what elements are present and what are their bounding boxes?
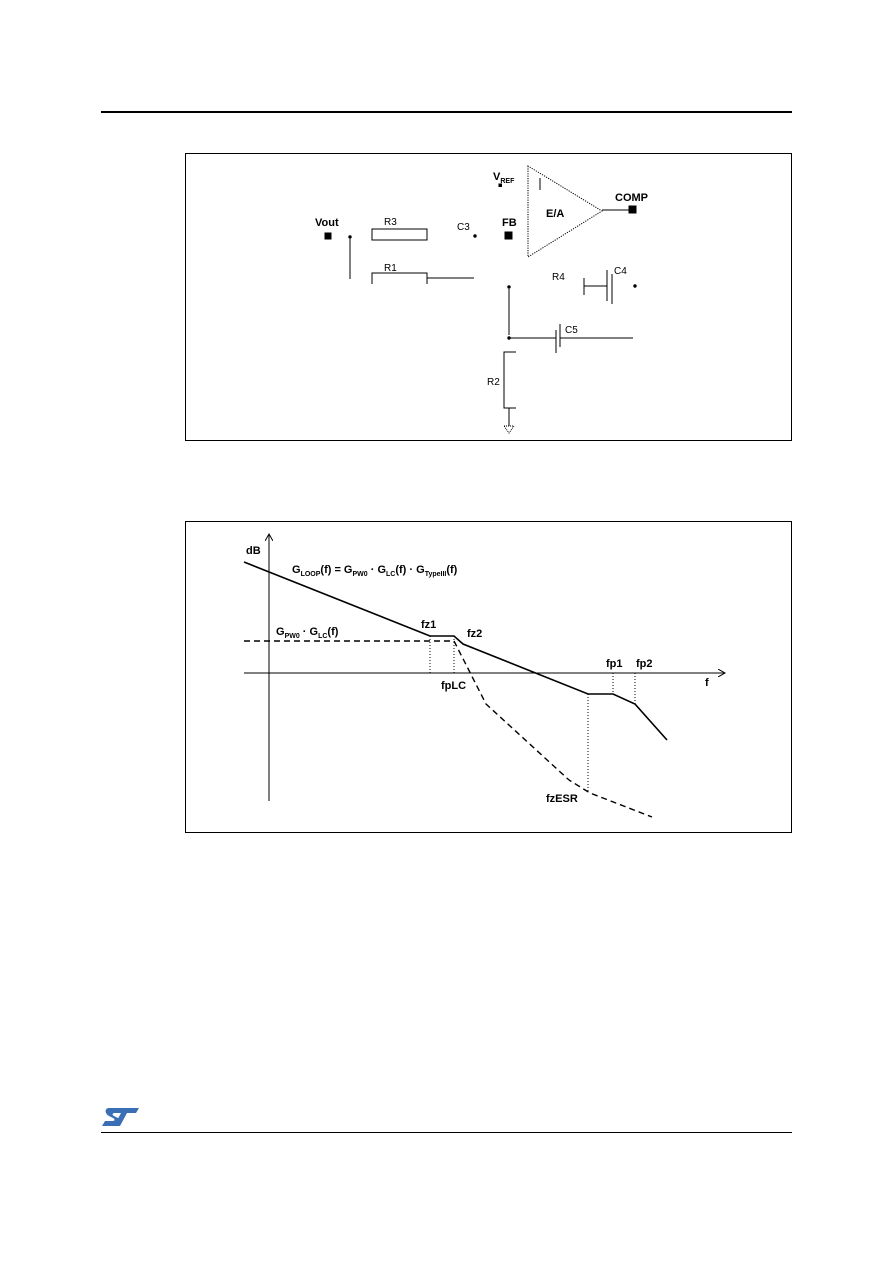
y-axis-label: dB — [246, 545, 261, 557]
c3-label: C3 — [457, 222, 470, 233]
fb-label: FB — [502, 217, 517, 229]
loop-gain-curve — [243, 561, 668, 741]
comp-terminal — [628, 205, 637, 214]
fb-terminal — [504, 231, 513, 240]
ground-icon — [503, 425, 515, 434]
compensation-schematic: Vout R3 R1 C3 FB VREF E/A COMP R4 C4 C5 … — [185, 153, 792, 441]
r1-label: R1 — [384, 263, 397, 274]
plant-gain-equation: GPW0 · GLC(f) — [276, 626, 339, 640]
vout-terminal — [324, 232, 332, 240]
footer-rule — [101, 1132, 792, 1133]
r1-resistor — [371, 272, 428, 284]
bode-drawing: dB f GLOOP(f) = GPW0 · GLC(f) · GTypeIII… — [243, 522, 793, 818]
fz1-label: fz1 — [421, 619, 436, 631]
c4-label: C4 — [614, 266, 627, 277]
comp-label: COMP — [615, 192, 648, 204]
loop-gain-equation: GLOOP(f) = GPW0 · GLC(f) · GTypeIII(f) — [292, 564, 458, 578]
fzesr-label: fzESR — [546, 793, 578, 805]
header-rule — [101, 111, 792, 113]
r2-resistor — [503, 351, 516, 409]
bode-diagram: dB f GLOOP(f) = GPW0 · GLC(f) · GTypeIII… — [185, 521, 792, 833]
r3-resistor — [371, 228, 428, 241]
divider-node — [507, 285, 511, 289]
ea-label: E/A — [546, 208, 564, 220]
fplc-label: fpLC — [441, 680, 466, 692]
fz2-label: fz2 — [467, 628, 482, 640]
r4-label: R4 — [552, 272, 565, 283]
r2-label: R2 — [487, 377, 500, 388]
c5-label: C5 — [565, 325, 578, 336]
c3-node — [473, 234, 477, 238]
vout-junction — [348, 235, 352, 239]
c4-node — [633, 284, 637, 288]
st-logo — [101, 1105, 141, 1129]
vref-label: VREF — [493, 171, 515, 185]
r3-label: R3 — [384, 217, 397, 228]
fp2-label: fp2 — [636, 658, 653, 670]
vout-label: Vout — [315, 217, 339, 229]
fp1-label: fp1 — [606, 658, 623, 670]
plant-gain-curve — [244, 640, 653, 818]
x-axis-label: f — [705, 677, 709, 689]
vref-node — [498, 183, 502, 187]
schematic-drawing: Vout R3 R1 C3 FB VREF E/A COMP R4 C4 C5 … — [315, 165, 648, 434]
st-logo-icon — [102, 1108, 139, 1126]
error-amplifier — [527, 165, 603, 258]
